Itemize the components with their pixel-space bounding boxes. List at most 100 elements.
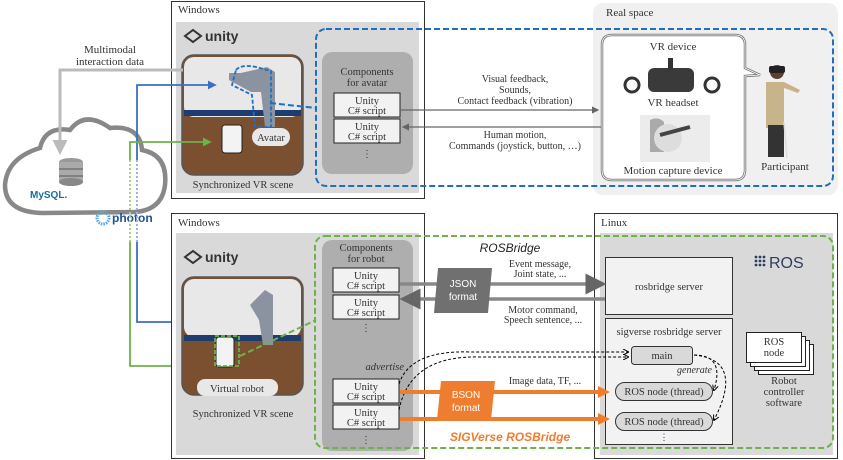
json-from-ros-text: Motor command, Speech sentence, ... [504,305,582,326]
avatar-figure [229,67,275,127]
vr-headset-icon [623,58,721,94]
ellipsis: ⋮ [660,432,669,442]
rosbridge-region [314,235,834,449]
rosbridge-server-box [605,257,733,315]
scene-label: Synchronized VR scene [193,180,294,191]
svg-text:Human motion,: Human motion, [484,130,547,141]
linux-panel: Linux ROS rosbridge server sigverse rosb… [594,213,838,459]
ros-node-stack: ROS node [746,332,814,375]
mysql-logo: MySQL. [30,190,67,201]
svg-text:Visual feedback,: Visual feedback, [482,74,549,85]
svg-text:ROS: ROS [764,337,785,348]
robot-sync-line [129,137,212,160]
ellipsis: ⋮ [362,149,372,160]
virtual-robot-label: Virtual robot [210,384,264,395]
ellipsis: ⋮ [361,323,371,334]
robot-controller-label: Robot controller software [764,376,805,409]
svg-text:format: format [449,292,478,303]
svg-text:Unity: Unity [355,96,380,107]
rosbridge-title: ROSBridge [480,241,541,255]
json-format-box [434,268,492,313]
unity-script-box: Unity C# script [332,378,400,404]
robot-figure [221,124,243,154]
svg-text:C# script: C# script [347,308,385,319]
top-windows-panel: Windows unity Avatar Synchronized VR sce… [171,1,425,199]
svg-text:Joint state, ...: Joint state, ... [514,269,567,280]
unity-script-box: Unity C# script [332,267,400,293]
database-icon [59,158,83,186]
avatar-figure [250,290,273,345]
cloud-server: MySQL. photon [2,117,168,226]
generate-label: generate [677,365,713,376]
avatar-label: Avatar [257,133,285,144]
unity-script-box: Unity C# script [333,118,401,144]
svg-text:ROS: ROS [769,255,804,272]
svg-text:JSON: JSON [450,279,477,290]
svg-text:Unity: Unity [354,408,379,419]
json-to-ros-text: Event message, Joint state, ... [509,259,571,280]
svg-text:Multimodal: Multimodal [84,44,136,56]
robot-figure [215,336,235,368]
svg-text:Contact feedback (vibration): Contact feedback (vibration) [458,96,573,107]
components-title: Components [339,243,392,254]
svg-text:C# script: C# script [347,392,385,403]
robot-label-box [197,379,278,396]
participant-label: Participant [761,161,809,173]
vr-device-label: VR device [650,41,697,53]
main-node-box [631,346,693,365]
rosbridge-server-label: rosbridge server [635,282,703,293]
svg-text:Speech sentence, ...: Speech sentence, ... [504,315,582,326]
main-label: main [652,351,674,362]
components-title: Components [340,67,393,78]
image-data-text: Image data, TF, ... [509,376,581,387]
multimodal-data-arrow [52,68,183,155]
svg-text:node: node [764,348,785,359]
unity-script-box: Unity C# script [332,294,400,320]
svg-text:Unity: Unity [354,298,379,309]
scene-label: Synchronized VR scene [193,409,294,420]
motion-capture-icon [640,115,710,162]
ros-logo: ROS [754,255,804,272]
svg-text:Event message,: Event message, [509,259,571,270]
components-title: for avatar [347,78,388,89]
motion-text: Human motion, Commands (joystick, button… [449,130,581,152]
avatar-sync-line [136,80,217,160]
os-label: Windows [178,4,220,16]
svg-text:unity: unity [205,249,239,265]
svg-text:software: software [766,398,802,409]
svg-text:C# script: C# script [348,132,386,143]
real-space-label: Real space [606,7,653,19]
unity-logo: unity [183,28,239,44]
feedback-text: Visual feedback, Sounds, Contact feedbac… [458,74,573,107]
svg-text:Robot: Robot [771,376,797,387]
motion-capture-label: Motion capture device [624,165,723,177]
svg-text:C# script: C# script [348,106,386,117]
svg-text:Sounds,: Sounds, [499,85,531,96]
ros-node-thread-box [615,412,713,431]
os-label: Windows [178,217,220,229]
svg-text:controller: controller [764,387,805,398]
components-title: for robot [347,254,384,265]
bson-format-box [437,381,495,420]
svg-text:C# script: C# script [347,281,385,292]
real-space-panel: Real space VR device VR headset Motion c… [593,3,838,195]
unity-script-box: Unity C# script [332,404,400,430]
participant-photo [766,65,800,159]
ellipsis: ⋮ [361,435,371,446]
svg-text:Unity: Unity [355,122,380,133]
os-label: Linux [601,217,628,229]
vr-headset-label: VR headset [647,97,698,109]
svg-text:Commands (joystick, button, …): Commands (joystick, button, …) [449,141,581,152]
svg-text:Unity: Unity [354,382,379,393]
svg-text:C# script: C# script [347,418,385,429]
unity-logo: unity [183,249,239,265]
svg-text:format: format [452,403,481,414]
advertise-label: advertise [366,362,405,373]
ros-node-thread-label: ROS node (thread) [624,387,704,398]
sigverse-server-label: sigverse rosbridge server [617,327,722,338]
bottom-windows-panel: Windows unity Virtual robot Synchronized… [171,213,425,459]
sigverse-rosbridge-title: SIGVerse ROSBridge [450,430,571,444]
photon-logo: photon [112,211,153,225]
svg-text:interaction data: interaction data [76,56,144,68]
